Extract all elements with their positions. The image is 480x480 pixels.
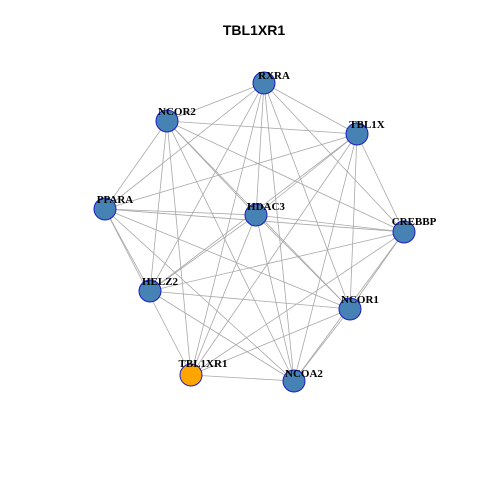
edges-layer [104, 82, 405, 382]
edge-ncor2-crebbp [166, 120, 405, 233]
nodes-layer [93, 71, 416, 393]
edge-rxra-ncor2 [166, 82, 265, 122]
edge-tbl1x-hdac3 [255, 133, 358, 216]
node-tbl1xr1[interactable] [179, 363, 203, 387]
edge-ncor1-ncoa2 [293, 308, 351, 382]
edge-ppara-hdac3 [104, 208, 257, 216]
edge-rxra-tbl1x [263, 82, 358, 135]
node-label-tbl1x: TBL1X [349, 119, 385, 131]
edge-rxra-hdac3 [255, 82, 265, 216]
edge-tbl1x-ncoa2 [293, 133, 358, 382]
edge-crebbp-tbl1xr1 [190, 231, 405, 376]
node-ncor2[interactable] [155, 109, 179, 133]
node-label-ncor2: NCOR2 [158, 106, 196, 118]
node-rxra[interactable] [252, 71, 276, 95]
edge-ppara-ncor1 [104, 208, 351, 310]
node-crebbp[interactable] [392, 220, 416, 244]
node-ncoa2[interactable] [282, 369, 306, 393]
node-hdac3[interactable] [244, 203, 268, 227]
edge-ncor2-ncoa2 [166, 120, 295, 382]
edge-hdac3-tbl1xr1 [190, 214, 257, 376]
edge-hdac3-ncoa2 [255, 214, 295, 382]
edge-helz2-ncor1 [149, 290, 351, 310]
node-label-ncor1: NCOR1 [341, 294, 379, 306]
node-label-ncoa2: NCOA2 [285, 368, 323, 380]
node-ppara[interactable] [93, 197, 117, 221]
edge-crebbp-helz2 [149, 231, 405, 292]
edge-ppara-ncoa2 [104, 208, 295, 382]
edge-rxra-crebbp [263, 82, 405, 233]
edge-tbl1x-tbl1xr1 [190, 133, 358, 376]
node-label-crebbp: CREBBP [392, 216, 437, 228]
node-label-rxra: RXRA [258, 70, 290, 82]
node-tbl1x[interactable] [345, 122, 369, 146]
edge-rxra-ncor1 [263, 82, 351, 310]
edge-rxra-helz2 [149, 82, 265, 292]
node-label-tbl1xr1: TBL1XR1 [179, 358, 228, 370]
edge-rxra-ppara [104, 82, 265, 210]
edge-ncor2-ppara [104, 120, 168, 210]
edge-ncor2-tbl1xr1 [166, 120, 192, 376]
edge-rxra-tbl1xr1 [190, 82, 265, 376]
node-label-helz2: HELZ2 [142, 276, 179, 288]
edge-helz2-ncoa2 [149, 290, 295, 382]
edge-tbl1x-ncor1 [349, 133, 358, 310]
edge-ncor1-tbl1xr1 [190, 308, 351, 376]
edge-tbl1x-crebbp [356, 133, 405, 233]
edge-hdac3-crebbp [255, 214, 405, 233]
node-ncor1[interactable] [338, 297, 362, 321]
edge-tbl1x-ppara [104, 133, 358, 210]
edge-ncor2-tbl1x [166, 120, 358, 135]
node-label-ppara: PPARA [97, 194, 134, 206]
diagram-title: TBL1XR1 [223, 22, 285, 38]
node-label-hdac3: HDAC3 [247, 201, 285, 213]
edge-hdac3-ncor1 [255, 214, 351, 310]
edge-tbl1xr1-ncoa2 [190, 374, 295, 382]
node-helz2[interactable] [138, 279, 162, 303]
edge-ncor2-helz2 [149, 120, 168, 292]
edge-rxra-ncoa2 [263, 82, 295, 382]
edge-hdac3-helz2 [149, 214, 257, 292]
